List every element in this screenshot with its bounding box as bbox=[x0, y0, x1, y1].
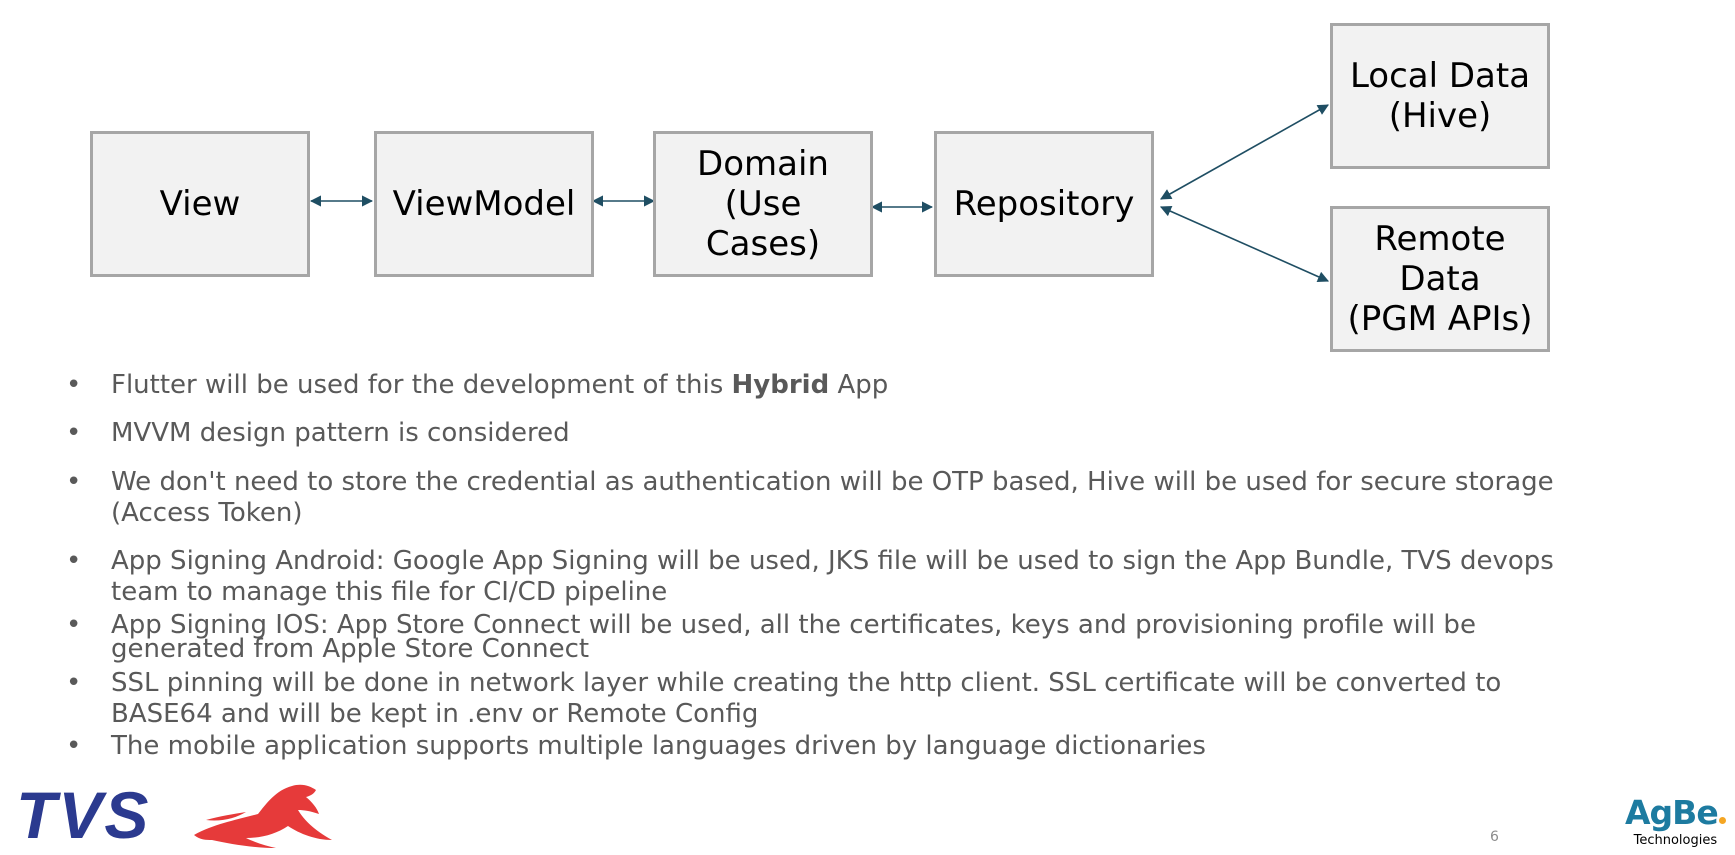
bullet-android-signing-text: App Signing Android: Google App Signing … bbox=[111, 546, 1554, 607]
dot-icon bbox=[1718, 817, 1726, 824]
bullet-ssl-pinning: SSL pinning will be done in network laye… bbox=[66, 668, 1586, 730]
bullet-mvvm-text: MVVM design pattern is considered bbox=[111, 418, 570, 448]
bullet-flutter-post: App bbox=[829, 370, 889, 400]
bullet-ios-signing-text: App Signing IOS: App Store Connect will … bbox=[111, 610, 1476, 664]
bullet-languages-text: The mobile application supports multiple… bbox=[111, 731, 1206, 761]
node-repository-label: Repository bbox=[953, 184, 1135, 224]
agbe-logo-text: AgBe bbox=[1625, 793, 1719, 832]
node-remote-data: Remote Data (PGM APIs) bbox=[1330, 206, 1550, 352]
bullet-ios-signing: App Signing IOS: App Store Connect will … bbox=[66, 610, 1586, 664]
architecture-diagram-arrows bbox=[309, 104, 1330, 283]
agbe-logo-subtitle: Technologies bbox=[1633, 833, 1718, 848]
bullet-credential-text: We don't need to store the credential as… bbox=[111, 467, 1554, 528]
node-viewmodel-label: ViewModel bbox=[392, 184, 576, 224]
node-view-label: View bbox=[159, 184, 241, 224]
arrow-repository-remote bbox=[1159, 205, 1330, 283]
node-domain: Domain (Use Cases) bbox=[653, 131, 873, 277]
bullet-flutter-bold: Hybrid bbox=[731, 370, 830, 400]
bullet-languages: The mobile application supports multiple… bbox=[66, 731, 1586, 762]
agbe-logo: AgBe Technologies bbox=[1625, 795, 1726, 848]
bullet-mvvm: MVVM design pattern is considered bbox=[66, 418, 1586, 449]
tvs-logo-text: TVS bbox=[16, 780, 150, 850]
bullet-android-signing: App Signing Android: Google App Signing … bbox=[66, 546, 1586, 608]
tvs-logo: TVS bbox=[14, 778, 354, 854]
arrow-repository-local bbox=[1160, 104, 1329, 200]
bullet-credential: We don't need to store the credential as… bbox=[66, 467, 1586, 529]
bullet-ssl-pinning-text: SSL pinning will be done in network laye… bbox=[111, 668, 1502, 729]
node-repository: Repository bbox=[934, 131, 1154, 277]
node-domain-label: Domain (Use Cases) bbox=[697, 144, 829, 264]
node-view: View bbox=[90, 131, 310, 277]
page-number: 6 bbox=[1490, 829, 1499, 845]
node-viewmodel: ViewModel bbox=[374, 131, 594, 277]
node-local-data: Local Data (Hive) bbox=[1330, 23, 1550, 169]
bullet-flutter-pre: Flutter will be used for the development… bbox=[111, 370, 732, 400]
bullet-flutter: Flutter will be used for the development… bbox=[66, 370, 1586, 401]
horse-icon bbox=[194, 784, 332, 848]
node-remote-data-label: Remote Data (PGM APIs) bbox=[1347, 219, 1533, 339]
node-local-data-label: Local Data (Hive) bbox=[1349, 56, 1531, 136]
